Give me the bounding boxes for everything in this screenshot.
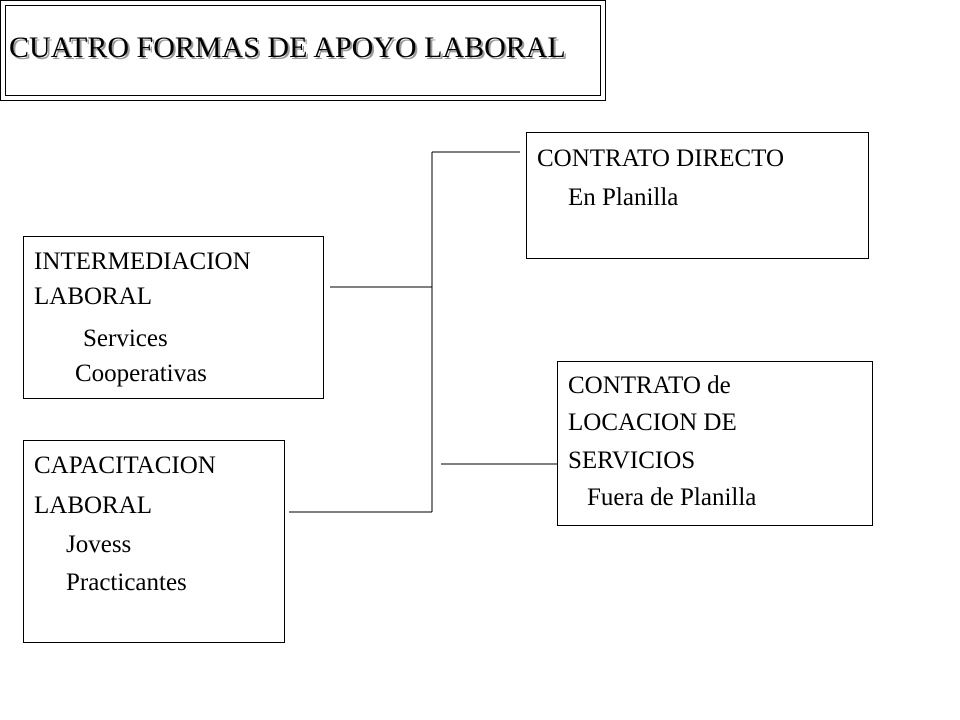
box-intermediacion-laboral: INTERMEDIACION LABORAL Services Cooperat… [23,236,324,399]
title-inner-frame [5,5,601,96]
box-line: Services [83,325,168,352]
box-line: Jovess [66,531,132,558]
box-line: CONTRATO DIRECTO [537,145,785,172]
box-line: Practicantes [66,569,187,596]
box-line: Cooperativas [75,360,207,387]
title-box: CUATRO FORMAS DE APOYO LABORAL [0,0,606,101]
box-line: LOCACION DE [568,409,737,436]
box-line: CONTRATO de [568,372,731,399]
box-contrato-directo: CONTRATO DIRECTO En Planilla [526,132,869,259]
box-line: SERVICIOS [568,447,696,474]
box-line: Fuera de Planilla [587,484,757,511]
box-line: LABORAL [34,492,153,519]
diagram-title: CUATRO FORMAS DE APOYO LABORAL [9,31,566,64]
box-line: En Planilla [568,184,679,211]
box-line: CAPACITACION [34,452,216,479]
box-line: INTERMEDIACION [34,248,251,275]
box-line: LABORAL [34,283,153,310]
box-contrato-locacion: CONTRATO de LOCACION DE SERVICIOS Fuera … [557,361,873,526]
box-capacitacion-laboral: CAPACITACION LABORAL Jovess Practicantes [23,440,285,643]
